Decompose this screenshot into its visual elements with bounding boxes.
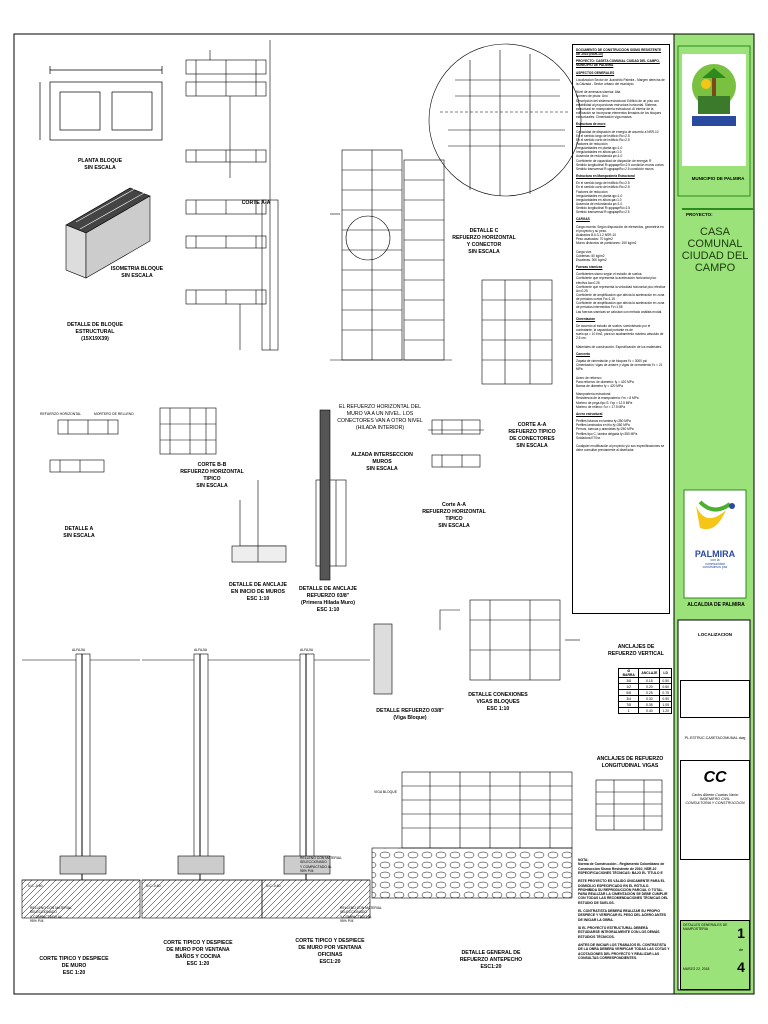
isometria-label: ISOMETRIA BLOQUE SIN ESCALA xyxy=(110,266,164,280)
notes-section-heading: CARGAS xyxy=(576,217,590,222)
firm-box: CC Carlos Alberto Cuartas Varón INGENIER… xyxy=(680,760,750,860)
alzada-label: ALZADA INTERSECCION MUROS SIN ESCALA xyxy=(351,452,413,473)
notes-section-body: Capacidad de disipación de energía de ac… xyxy=(576,129,664,171)
alcaldia-logo: PALMIRA con la communidad construimos pa… xyxy=(686,498,744,584)
refuerzo-columnas xyxy=(185,40,279,351)
notes-section-body: De acuerdo al estudio de suelos: suminis… xyxy=(576,323,664,349)
table-cell: 1.20 xyxy=(659,707,672,714)
planta-bloque-label: PLANTA BLOQUE SIN ESCALA xyxy=(77,158,123,172)
notes-section-body: Coeficientes sismo según el estudio de s… xyxy=(576,272,666,314)
corte-aa-conectores-label: CORTE A-A REFUERZO TIPICO DE CONECTORES … xyxy=(508,422,556,450)
notes-section-heading: Concreto xyxy=(576,351,590,356)
nc-label-3: N.C.-0.60 xyxy=(266,884,281,888)
refuerzo-horizontal-label: REFUERZO HORIZONTAL xyxy=(40,412,82,416)
palmira-logo xyxy=(684,56,744,160)
conexiones-label: DETALLE CONEXIONES VIGAS BLOQUES ESC 1:1… xyxy=(468,692,528,713)
sheet-de: de xyxy=(738,947,744,952)
relleno-note-1: RELLENO CON MATERIAL SELECCIONADO Y COMP… xyxy=(30,906,72,923)
mortero-label: MORTERO DE RELLENO xyxy=(94,412,134,416)
viga-bloque-label: VIGA BLOQUE xyxy=(374,790,397,794)
corte-despiece-1-label: CORTE TIPICO Y DESPIECE DE MURO ESC 1:20 xyxy=(39,956,109,977)
project-name: CASA COMUNAL CIUDAD DEL CAMPO xyxy=(681,226,749,275)
relleno-note-2: RELLENO CON MATERIAL SELECCIONADO Y COMP… xyxy=(300,856,342,873)
firm-name: Carlos Alberto Cuartas Varón INGENIERO C… xyxy=(685,793,745,805)
anclajes-longitudinal-label: ANCLAJES DE REFUERZO LONGITUDINAL VIGAS xyxy=(596,756,664,770)
sheet-contents: DETALLES GENERALES DE MAMPOSTERIA xyxy=(683,923,728,931)
detalle-c-label: DETALLE C REFUERZO HORIZONTAL Y CONECTOR… xyxy=(452,228,516,256)
antepecho-drawing xyxy=(371,771,573,899)
nc-label-2: N.C.-0.60 xyxy=(146,884,161,888)
detalle-bloque-label: DETALLE DE BLOQUE ESTRUCTURAL (15X19X39) xyxy=(67,322,123,343)
municipio-label: MUNICIPIO DE PALMIRA xyxy=(691,176,745,181)
table-header-row: Ø BARRA ANCLAJE LD xyxy=(617,668,672,678)
detalle-c-bloques xyxy=(481,279,553,385)
anclaje-details xyxy=(231,409,580,695)
detalle-a-label: DETALLE A SIN ESCALA xyxy=(63,526,95,540)
anclaje-refuerzo-label: DETALLE DE ANCLAJE REFUERZO 03/8" (Prime… xyxy=(299,586,357,614)
sheet-number: 1 xyxy=(737,925,745,941)
isometria-bloque-drawing xyxy=(65,185,151,279)
alcaldia-logo-sub: con la communidad construimos paz xyxy=(702,558,728,570)
alcaldia-logo-text: PALMIRA xyxy=(694,549,736,559)
table-header: Ø BARRA xyxy=(617,668,640,678)
alcaldia-logo-icon xyxy=(696,500,735,530)
notes-section-heading: Cimentación xyxy=(576,316,596,321)
notes-section-body: Perfiles livianos en lamina fy=350 MPa P… xyxy=(576,419,665,453)
relleno-note-3: RELLENO CON MATERIAL SELECCIONADO Y COMP… xyxy=(340,906,382,923)
info-box xyxy=(680,680,750,718)
corte-bb-drawing xyxy=(49,407,217,473)
notes-section-heading: Fuerzas sísmicas xyxy=(576,265,603,270)
table-cell: 0.40 xyxy=(638,707,661,714)
detalle-circulo xyxy=(428,43,582,197)
notes-project: PROYECTO: CASETA COMUNAL CIUDAD DEL CAMP… xyxy=(576,59,660,68)
proyecto-label: PROYECTO: xyxy=(686,212,713,217)
general-notes: DOCUMENTO DE CONSTRUCCION SISMO RESISTEN… xyxy=(572,44,670,614)
antepecho-label: DETALLE GENERAL DE REFUERZO ANTEPECHO ES… xyxy=(459,950,523,971)
notes-section-heading: Acero estructural xyxy=(576,411,603,416)
notes-section-heading: Estructura en Mampostería Estructural xyxy=(576,174,635,179)
nota-refuerzo-label: EL REFUERZO HORIZONTAL DEL MURO VA A UN … xyxy=(337,404,423,432)
notes-section-body: En el sentido largo del edificio Ro=2.5 … xyxy=(576,181,631,215)
localizacion-label: LOCALIZACION xyxy=(698,632,732,637)
notes-title: DOCUMENTO DE CONSTRUCCION SISMO RESISTEN… xyxy=(576,48,662,57)
notes-section-body: Carga muerta: Según disposición de eleme… xyxy=(576,224,664,262)
nc-label-1: N.C.-0.60 xyxy=(28,884,43,888)
palmira-logo-icon xyxy=(684,56,744,160)
notes-section-body: Zapata de cimentación y de bloques f'c =… xyxy=(576,359,663,409)
detalle-refuerzo-vb-label: DETALLE REFUERZO 03/8" (Viga Bloque) xyxy=(376,708,444,722)
alfajia-label-1: ALFAJIA xyxy=(72,648,86,652)
notes-section-heading: Estructura de muro xyxy=(576,122,606,127)
alcaldia-label: ALCALDIA DE PALMIRA xyxy=(687,602,745,608)
bottom-notes: NOTA: Norma de Construcción - Reglamento… xyxy=(578,858,670,960)
sheet-total: 4 xyxy=(737,959,745,975)
table-header: LD xyxy=(659,668,672,678)
alzado-muro xyxy=(330,149,452,361)
anclaje-inicio-label: DETALLE DE ANCLAJE EN INICIO DE MUROS ES… xyxy=(229,582,287,603)
firm-logo-icon: CC xyxy=(703,769,727,786)
corte-aa-top-label: CORTE A-A xyxy=(241,200,271,206)
table-cell: 1 xyxy=(617,707,640,714)
corte-aa-horizontal-label: Corte A-A REFUERZO HORIZONTAL TIPICO SIN… xyxy=(422,502,486,530)
corte-despiece-3-label: CORTE TIPICO Y DESPIECE DE MURO POR VENT… xyxy=(295,938,365,966)
sheet-box: DETALLES GENERALES DE MAMPOSTERIA MARZO … xyxy=(680,920,750,990)
anclajes-vertical-label: ANCLAJES DE REFUERZO VERTICAL xyxy=(608,644,664,658)
notes-section-body: Localización Sector de Juanchito Palmira… xyxy=(576,77,665,120)
file-name: PL.ESTRUC.CASETACOMUNAL.dwg xyxy=(684,736,746,740)
cortes-tipicos xyxy=(21,653,371,919)
alfajia-label-3: ALFAJIA xyxy=(300,648,314,652)
corte-bb-label: CORTE B-B REFUERZO HORIZONTAL TIPICO SIN… xyxy=(180,462,244,490)
table-header: ANCLAJE xyxy=(638,668,661,678)
alfajia-label-2: ALFAJIA xyxy=(194,648,208,652)
notes-section-heading: ASPECTOS GENERALES xyxy=(576,70,615,75)
sheet-date: MARZO 22, 2018 xyxy=(683,967,710,971)
planta-bloque-drawing xyxy=(39,66,163,141)
corte-despiece-2-label: CORTE TIPICO Y DESPIECE DE MURO POR VENT… xyxy=(163,940,233,968)
anclaje-longitudinal-drawing xyxy=(595,779,663,831)
